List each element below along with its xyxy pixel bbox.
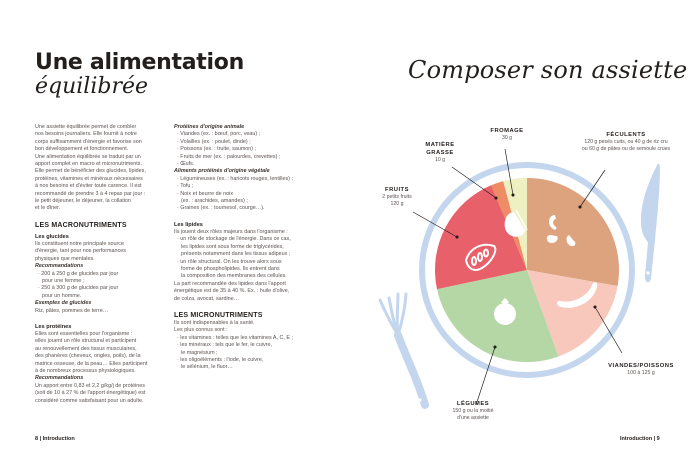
plate-title: Composer son assiette bbox=[408, 56, 688, 84]
lipides-title: Les lipides bbox=[174, 221, 203, 228]
segment-fruits bbox=[434, 185, 527, 290]
micronutrients-heading: LES MICRONUTRIMENTS bbox=[174, 311, 263, 319]
plate-illustration bbox=[378, 148, 660, 409]
vegetal-proteins-title: Aliments protéinés d'origine végétale bbox=[174, 168, 270, 175]
sausage-icon bbox=[557, 282, 598, 308]
macronutrients-heading: LES MACRONUTRIMENTS bbox=[35, 221, 127, 229]
label-viandes-poissons: VIANDES/POISSONS 100 à 125 g bbox=[608, 363, 674, 376]
segment-feculents bbox=[527, 178, 620, 286]
page-title-script: équilibrée bbox=[35, 74, 149, 99]
left-page: Une alimentation équilibrée Une assiette… bbox=[35, 50, 309, 442]
proteines-reco-title: Recommandations bbox=[35, 375, 84, 382]
orange-slice-icon bbox=[464, 243, 497, 271]
knife-icon bbox=[640, 163, 660, 283]
leader-lines bbox=[412, 148, 623, 406]
glucides-examples-title: Exemples de glucides bbox=[35, 300, 92, 307]
label-fromage: FROMAGE 30 g bbox=[490, 128, 524, 141]
pasta-icon bbox=[546, 215, 576, 247]
cheese-icon bbox=[504, 209, 528, 237]
intro-paragraph: Une assiette équilibrée permet de comble… bbox=[35, 124, 146, 212]
column-left: Une assiette équilibrée permet de comble… bbox=[35, 124, 165, 405]
column-right: Protéines d'origine animale · Viandes (e… bbox=[174, 124, 309, 372]
label-matiere-grasse: MATIÈRE GRASSE 10 g bbox=[425, 142, 455, 163]
animal-proteins-title: Protéines d'origine animale bbox=[174, 124, 245, 130]
fork-icon bbox=[378, 292, 429, 409]
plate-segments bbox=[434, 177, 620, 363]
glucides-reco-title: Recommandations bbox=[35, 263, 84, 270]
label-legumes: LÉGUMES 150 g ou la moitié d'une assiett… bbox=[452, 401, 494, 421]
glucides-title: Les glucides bbox=[35, 233, 69, 240]
proteines-title: Les protéines bbox=[35, 323, 72, 330]
plate-rim bbox=[419, 162, 635, 378]
tomato-icon bbox=[494, 298, 516, 325]
page-footer-right: Introduction | 9 bbox=[620, 436, 660, 442]
page-footer-left: 8 | Introduction bbox=[35, 436, 75, 442]
page-title: Une alimentation bbox=[35, 50, 244, 75]
label-feculents: FÉCULENTS 120 g pesés cuits, ou 40 g de … bbox=[581, 132, 671, 152]
label-fruits: FRUITS 2 petits fruits 120 g bbox=[382, 187, 412, 207]
